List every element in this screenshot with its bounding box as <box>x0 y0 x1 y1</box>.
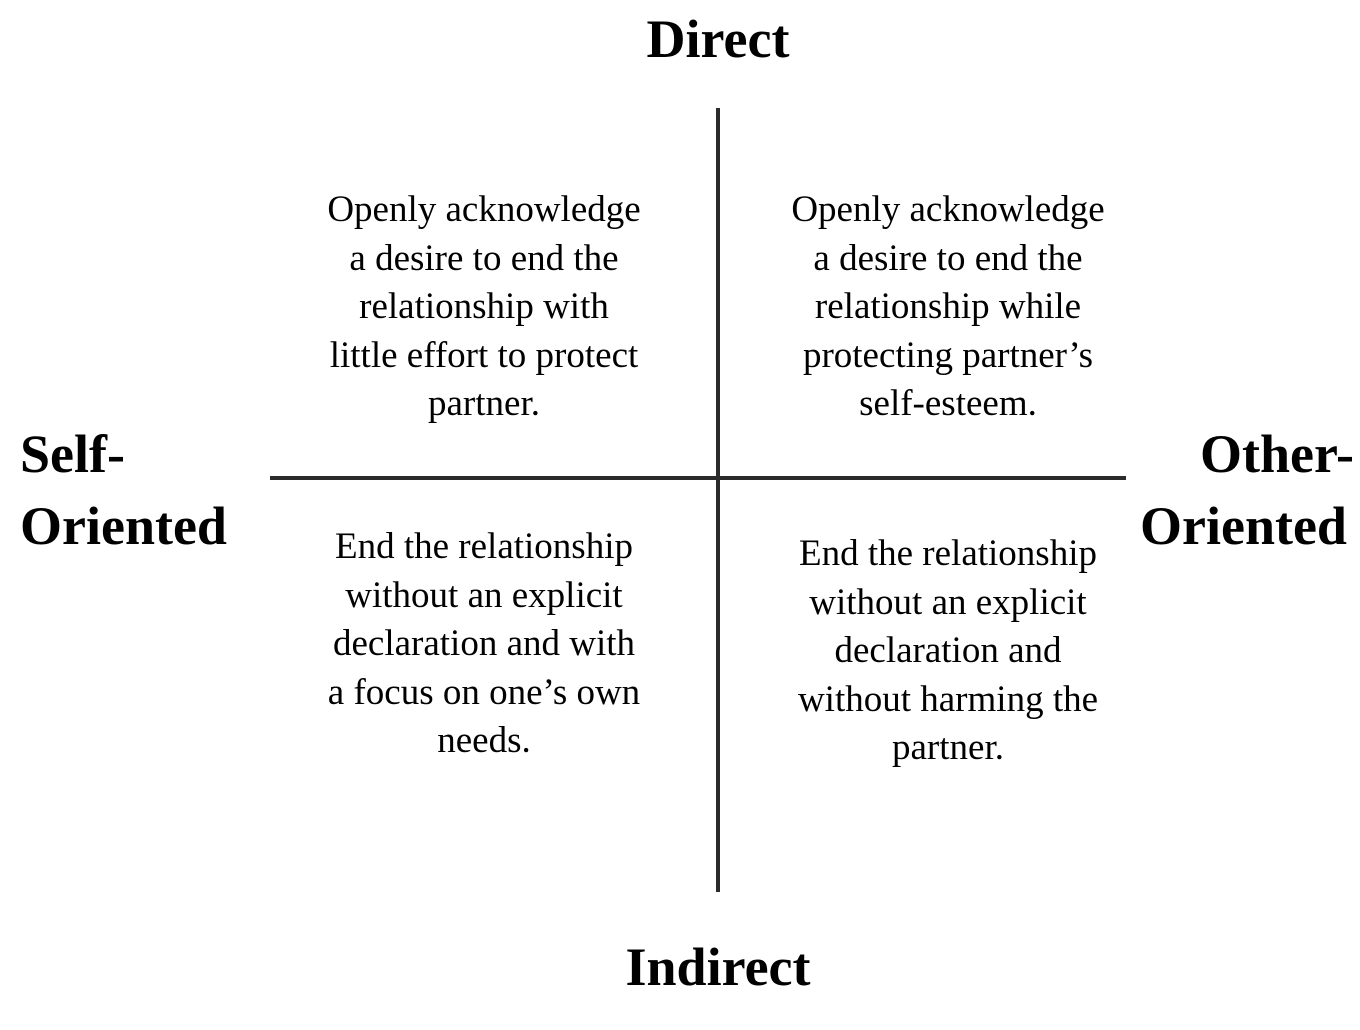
quadrant-text-line: partner. <box>892 727 1004 768</box>
quadrant-text-line: declaration and <box>834 630 1062 671</box>
quadrant-text-line: self-esteem. <box>859 383 1037 424</box>
axis-label-indirect: Indirect <box>625 937 811 997</box>
vertical-axis-line <box>716 108 720 892</box>
quadrant-text-line: End the relationship <box>799 533 1097 574</box>
quadrant-text-line: relationship with <box>359 286 609 327</box>
axis-label-self-oriented-line1: Self- <box>20 424 125 484</box>
axis-label-other-oriented-line1: Other- <box>1200 424 1354 484</box>
quadrant-text-line: declaration and with <box>332 623 636 664</box>
quadrant-text-line: protecting partner’s <box>802 334 1094 376</box>
quadrant-text-line: End the relationship <box>335 526 633 567</box>
quadrant-text-line: partner. <box>428 383 540 424</box>
quadrant-text-line: relationship while <box>814 286 1082 327</box>
axis-label-other-oriented: Other- Oriented <box>1140 418 1354 562</box>
quadrant-indirect-other-oriented: End the relationship without an explicit… <box>758 530 1138 773</box>
horizontal-axis-line <box>270 476 1126 480</box>
quadrant-direct-other-oriented: Openly acknowledge a desire to end the r… <box>758 186 1138 429</box>
quadrant-text-line: Openly acknowledge <box>327 189 641 230</box>
axis-label-direct: Direct <box>646 9 790 69</box>
axis-label-self-oriented: Self- Oriented <box>20 418 227 562</box>
axis-label-self-oriented-line2: Oriented <box>20 496 227 556</box>
quadrant-text-line: a desire to end the <box>813 237 1083 279</box>
quadrant-text-line: needs. <box>437 720 531 761</box>
axis-label-other-oriented-line2: Oriented <box>1140 496 1347 556</box>
quadrant-text-line: without an explicit <box>809 581 1087 623</box>
quadrant-direct-self-oriented: Openly acknowledge a desire to end the r… <box>294 186 674 429</box>
quadrant-text-line: Openly acknowledge <box>791 189 1105 230</box>
quadrant-text-line: a desire to end the <box>349 237 619 279</box>
quadrant-text-line: little effort to protect <box>329 334 639 376</box>
quadrant-text-line: without harming the <box>797 678 1099 720</box>
quadrant-indirect-self-oriented: End the relationship without an explicit… <box>294 523 674 766</box>
quadrant-text-line: a focus on one’s own <box>327 671 641 713</box>
quadrant-text-line: without an explicit <box>345 574 623 616</box>
